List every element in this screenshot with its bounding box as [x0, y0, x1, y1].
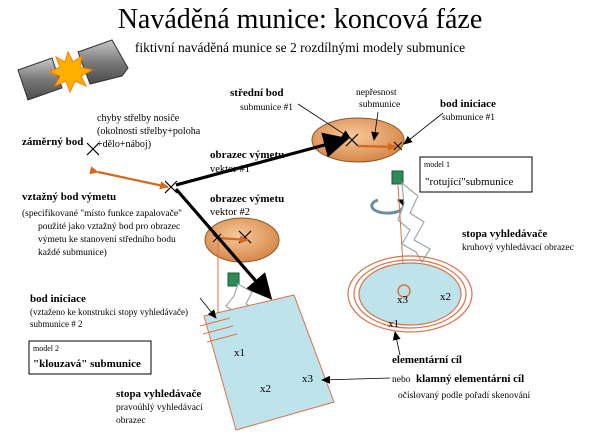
ejection-pattern-2-line2: vektor #2 [210, 207, 250, 218]
initiation-point-2-label: bod iniciace [30, 293, 86, 305]
decoy-target-label: klamný elementární cíl [416, 373, 524, 385]
circle-target-2: x2 [440, 291, 451, 303]
initiation-point-1-pointer [403, 112, 444, 145]
submunition-icon [391, 170, 404, 185]
model-1-tag: model 1 [424, 160, 450, 169]
initiation-point-2-pointer [199, 297, 217, 319]
dispersion-vector-1 [357, 142, 397, 151]
shell-head-icon [77, 39, 129, 85]
reference-spec-line1: (specifikované "místo funkce zapalovače" [22, 208, 182, 219]
inaccuracy-line2: submunice [359, 100, 400, 110]
rect-target-3: x3 [302, 373, 314, 385]
explosion-icon [47, 50, 94, 94]
carrier-error-line2: (okolnosti střelby+poloha [97, 126, 201, 137]
reference-spec-line2: použité jako vztažný bod pro obrazec [38, 222, 180, 232]
circle-target-1: x3 [397, 294, 409, 306]
elementary-target-pointer-2 [321, 375, 391, 384]
initiation-point-1-sub: submunice #1 [442, 113, 495, 123]
reference-spec-line3: výmetu ke stanovení středního bodu [38, 235, 176, 245]
aim-to-reference-vector [89, 166, 169, 190]
initiation-point-1-label: bod iniciace [440, 98, 496, 110]
or-label: nebo [392, 375, 411, 385]
model-2-tag: model 2 [33, 344, 59, 353]
seeker-footprint-rect-label: stopa vyhledávače [116, 388, 201, 400]
rotation-icon [370, 198, 407, 215]
target-marker-icon [397, 284, 411, 298]
elementary-target-label: elementární cíl [392, 354, 462, 366]
carrier-error-line3: +dělo+náboj) [97, 139, 151, 150]
carrier-error-line1: chyby střelby nosiče [97, 113, 180, 124]
seeker-footprint-circle-sub: kruhový vyhledávací obrazec [462, 243, 574, 253]
mean-point-pointer [297, 103, 351, 139]
seeker-footprint-rect-line1: pravoúhlý vyhledávací [116, 403, 203, 413]
model-1-box [419, 156, 533, 193]
mean-point-label: střední bod [230, 87, 284, 99]
elementary-target-pointer-1 [392, 331, 401, 356]
rect-target-2: x2 [260, 383, 271, 395]
ejection-vector-1 [175, 132, 350, 187]
seeker-beam-icon [397, 181, 431, 264]
reference-spec-line4: každé submunice) [38, 247, 107, 258]
inaccuracy-pointer [371, 111, 380, 141]
ejection-pattern-2-line1: obrazec výmetu [210, 193, 284, 205]
ejection-vector-2 [174, 187, 273, 300]
reference-point-label: vztažný bod výmetu [22, 191, 116, 203]
mean-point-sub: submunice #1 [240, 103, 293, 113]
ejection-pattern-1-line1: obrazec výmetu [210, 149, 284, 161]
model-2-name: "klouzavá" submunice [33, 358, 141, 370]
aim-point-marker-icon [86, 142, 100, 156]
numbered-note: očíslovaný podle pořadí skenování [398, 391, 531, 401]
dispersion-vector-2 [217, 235, 249, 244]
rectangular-footprint [199, 294, 335, 431]
circle-target-3: x1 [388, 318, 399, 330]
model-2-box [28, 340, 152, 375]
inaccuracy-line1: nepřesnost [356, 88, 397, 98]
title: Naváděná munice: koncová fáze [118, 4, 483, 35]
initiation-point-2-line2: submunice # 2 [30, 319, 83, 329]
seeker-footprint-circle-label: stopa vyhledávače [462, 228, 547, 240]
dispersion-ellipse-1 [311, 117, 405, 163]
rect-target-1: x1 [234, 347, 245, 359]
aim-point-label: záměrný bod [22, 136, 83, 148]
carrier-shell [17, 39, 129, 101]
seeker-footprint-rect-line2: obrazec [116, 416, 146, 426]
shell-body-icon [17, 57, 63, 101]
initiation-point-1-marker-icon [393, 141, 403, 151]
initiation-point-2-line1: (vztaženo ke konstrukci stopy vyhledávač… [30, 307, 188, 317]
reference-point-marker-icon [164, 180, 178, 194]
model-1-name: "rotující"submunice [425, 176, 514, 188]
subtitle: fiktivní naváděná munice se 2 rozdílnými… [135, 40, 465, 55]
ejection-pattern-1-line2: vektor #1 [210, 164, 250, 175]
submunition-2-icon [227, 272, 240, 287]
